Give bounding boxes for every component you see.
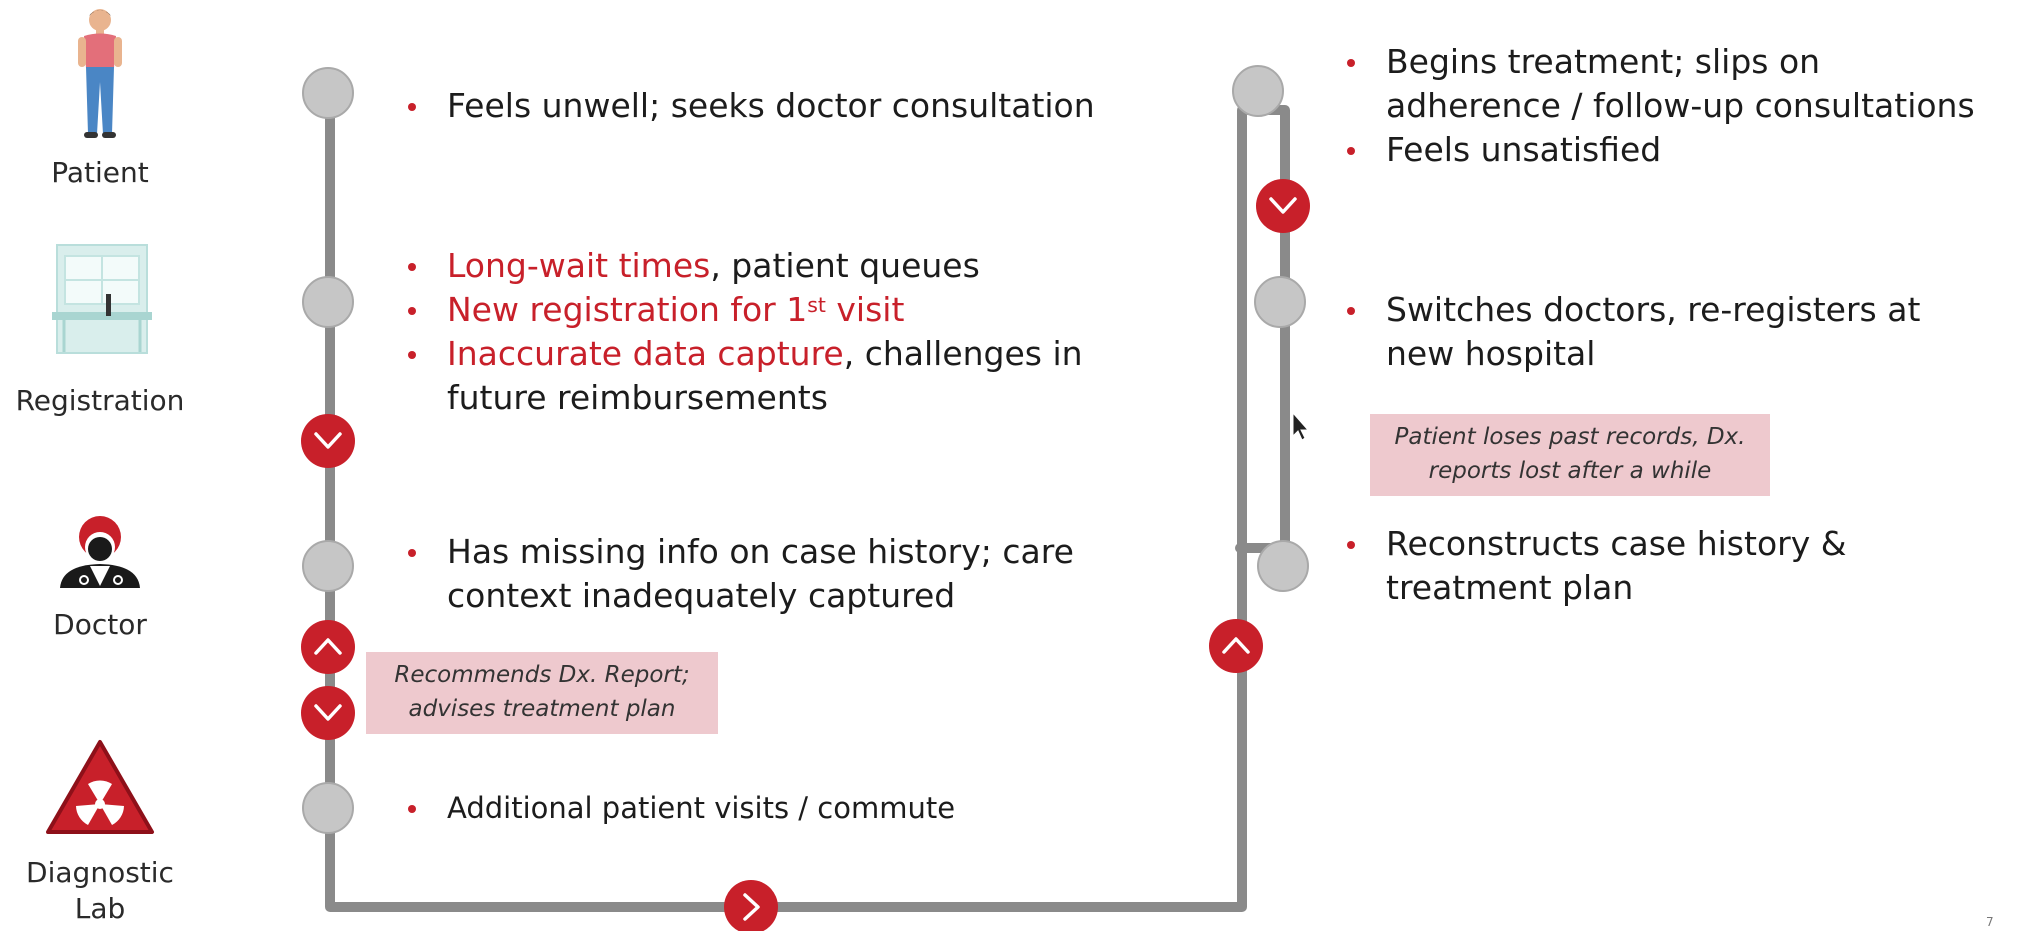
registration-desk-icon xyxy=(52,244,152,354)
left-step-1-bullets: Feels unwell; seeks doctor consultation xyxy=(403,84,1163,128)
role-label-diagnostic-lab: Diagnostic Lab xyxy=(26,856,174,925)
step-node xyxy=(302,540,354,592)
role-label-registration: Registration xyxy=(15,384,185,417)
radiation-hazard-icon xyxy=(46,740,154,834)
doctor-icon xyxy=(60,516,140,588)
bullet-text: Has missing info on case history; care c… xyxy=(447,532,1074,615)
role-label-patient: Patient xyxy=(51,156,149,189)
direction-markers xyxy=(301,179,1310,931)
left-step-4-bullets: Additional patient visits / commute xyxy=(403,788,1123,828)
left-callout-note: Recommends Dx. Report; advises treatment… xyxy=(366,652,718,734)
bullet-item: Begins treatment; slips on adherence / f… xyxy=(1342,40,2002,128)
right-step-1-bullets: Begins treatment; slips on adherence / f… xyxy=(1342,40,2002,172)
left-step-3-bullets: Has missing info on case history; care c… xyxy=(403,530,1123,618)
chevron-down-icon xyxy=(1256,179,1310,233)
highlighted-text: Long-wait times xyxy=(447,246,711,285)
bullet-item: New registration for 1st visit xyxy=(403,288,1123,332)
patient-icon xyxy=(78,9,122,138)
bullet-item: Feels unwell; seeks doctor consultation xyxy=(403,84,1163,128)
bullet-text: , patient queues xyxy=(710,246,980,285)
bullet-item: Inaccurate data capture, challenges in f… xyxy=(403,332,1123,420)
step-node xyxy=(1257,540,1309,592)
bullet-item: Feels unsatisfied xyxy=(1342,128,2002,172)
right-step-2-bullets: Switches doctors, re-registers at new ho… xyxy=(1342,288,1962,376)
bullet-item: Additional patient visits / commute xyxy=(403,788,1123,828)
step-node xyxy=(1254,276,1306,328)
step-node xyxy=(1232,65,1284,117)
role-label-doctor: Doctor xyxy=(53,608,147,641)
bullet-text: Additional patient visits / commute xyxy=(447,791,956,825)
bullet-text: Feels unwell; seeks doctor consultation xyxy=(447,86,1095,125)
step-nodes xyxy=(302,65,1309,834)
step-node xyxy=(302,276,354,328)
right-step-3-bullets: Reconstructs case history & treatment pl… xyxy=(1342,522,1962,610)
bullet-item: Reconstructs case history & treatment pl… xyxy=(1342,522,1962,610)
journey-track xyxy=(325,90,1290,912)
bullet-text: Switches doctors, re-registers at new ho… xyxy=(1386,290,1921,373)
bullet-text: , challenges in future reimbursements xyxy=(447,334,1083,417)
chevron-right-icon xyxy=(724,880,778,931)
page-number: 7 xyxy=(1986,915,1994,929)
bullet-text: Feels unsatisfied xyxy=(1386,130,1662,169)
mouse-pointer-icon xyxy=(1292,411,1310,441)
highlighted-text: Inaccurate data capture xyxy=(447,334,844,373)
highlighted-text: st xyxy=(807,292,826,317)
chevron-down-icon xyxy=(301,686,355,740)
step-node xyxy=(302,782,354,834)
bullet-item: Has missing info on case history; care c… xyxy=(403,530,1123,618)
right-callout-note: Patient loses past records, Dx. reports … xyxy=(1370,414,1770,496)
bullet-item: Long-wait times, patient queues xyxy=(403,244,1123,288)
chevron-up-icon xyxy=(301,620,355,674)
chevron-up-icon xyxy=(1209,619,1263,673)
chevron-down-icon xyxy=(301,414,355,468)
step-node xyxy=(302,67,354,119)
highlighted-text: visit xyxy=(825,290,905,329)
bullet-item: Switches doctors, re-registers at new ho… xyxy=(1342,288,1962,376)
highlighted-text: New registration for 1 xyxy=(447,290,808,329)
bullet-text: Begins treatment; slips on adherence / f… xyxy=(1386,42,1975,125)
bullet-text: Reconstructs case history & treatment pl… xyxy=(1386,524,1847,607)
